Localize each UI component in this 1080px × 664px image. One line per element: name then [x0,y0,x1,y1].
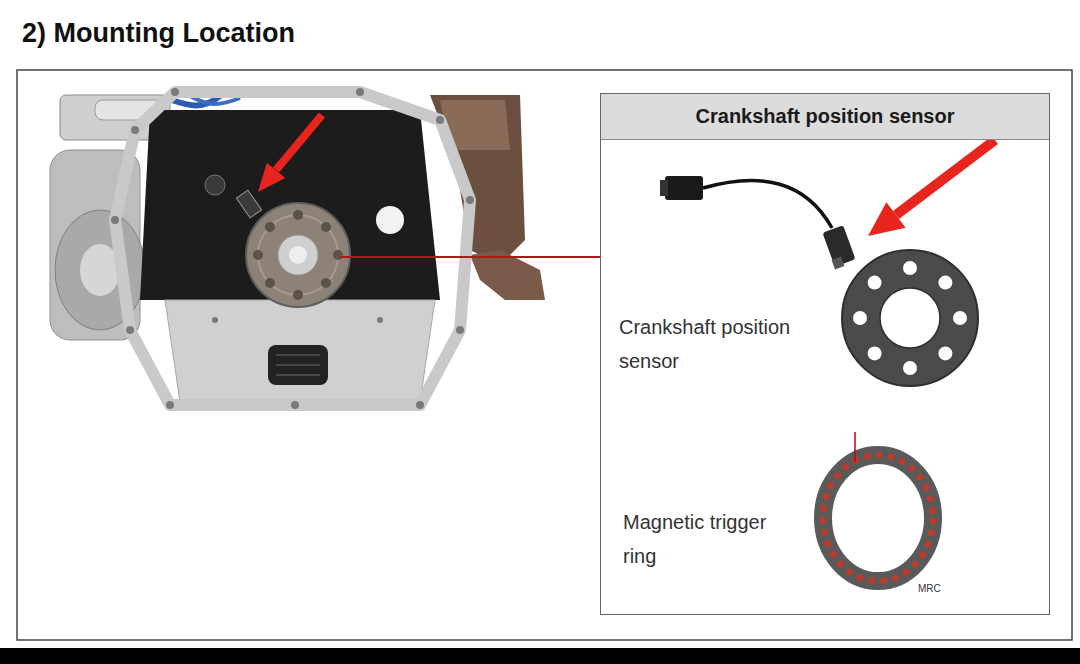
engine-illustration [376,206,404,234]
tone-wheel [842,250,978,386]
engine-illustration [276,354,320,356]
engine-illustration [126,326,134,334]
engine-illustration [321,278,331,288]
engine-illustration [253,210,343,300]
engine-illustration [212,317,218,323]
sensor-illustration [665,176,703,200]
engine-illustration [436,116,444,124]
sensor-illustration [660,180,668,196]
pointer-arrow [868,140,995,236]
engine-illustration [171,88,179,96]
tone-wheel [938,276,952,290]
engine-illustration [268,345,328,385]
engine-illustration [166,401,174,409]
engine-illustration [131,126,139,134]
panel-header: Crankshaft position sensor [601,94,1049,140]
trigger-ring [823,455,933,581]
bottom-bar [0,648,1080,664]
tone-wheel [853,261,967,375]
engine-illustration [276,364,320,366]
engine-illustration [111,88,474,409]
part-label: Crankshaft position sensor [619,310,844,378]
engine-illustration [236,190,261,218]
trigger-ring [854,432,856,462]
trigger-ring [823,432,933,581]
engine-illustration [253,250,263,260]
engine-illustration [456,326,464,334]
image-mark: MRC [918,580,978,597]
tone-wheel [903,261,917,275]
page-title: 2) Mounting Location [22,18,295,49]
tone-wheel [842,250,978,386]
engine-illustration [265,222,275,232]
pointer-arrow [258,163,285,192]
tone-wheel [953,311,967,325]
engine-illustration [278,235,318,275]
tone-wheel [853,311,867,325]
sensor-illustration [660,176,855,269]
engine-illustration [333,250,343,260]
engine-illustration [165,300,435,402]
tone-wheel [868,276,882,290]
engine-illustration [276,374,320,376]
tone-wheel [868,346,882,360]
engine-illustration [205,175,225,195]
engine-illustration [466,196,474,204]
sensor-illustration [703,181,832,228]
engine-illustration [50,88,545,409]
pointer-arrow [276,115,322,170]
engine-illustration [356,88,364,96]
tone-wheel [903,361,917,375]
engine-illustration [111,216,119,224]
engine-illustration [377,317,383,323]
part-label: Magnetic trigger ring [623,505,803,573]
engine-illustration [293,210,303,220]
engine-illustration [321,222,331,232]
tone-wheel [938,346,952,360]
engine-illustration [246,203,350,307]
outer-frame [17,70,1072,640]
pointer-arrow [896,140,995,215]
sensor-illustration [832,257,845,270]
leader-line [340,256,600,258]
engine-illustration [293,290,303,300]
engine-illustration [258,215,338,295]
engine-illustration [291,401,299,409]
pointer-arrow [258,115,322,192]
header-text: Crankshaft position sensor [696,105,955,128]
tone-wheel [880,288,940,348]
trigger-ring [823,455,933,581]
pointer-arrow [868,202,906,236]
engine-illustration [289,246,307,264]
engine-illustration [416,401,424,409]
engine-illustration [276,355,320,375]
engine-illustration [265,278,275,288]
engine-illustration [115,92,470,405]
